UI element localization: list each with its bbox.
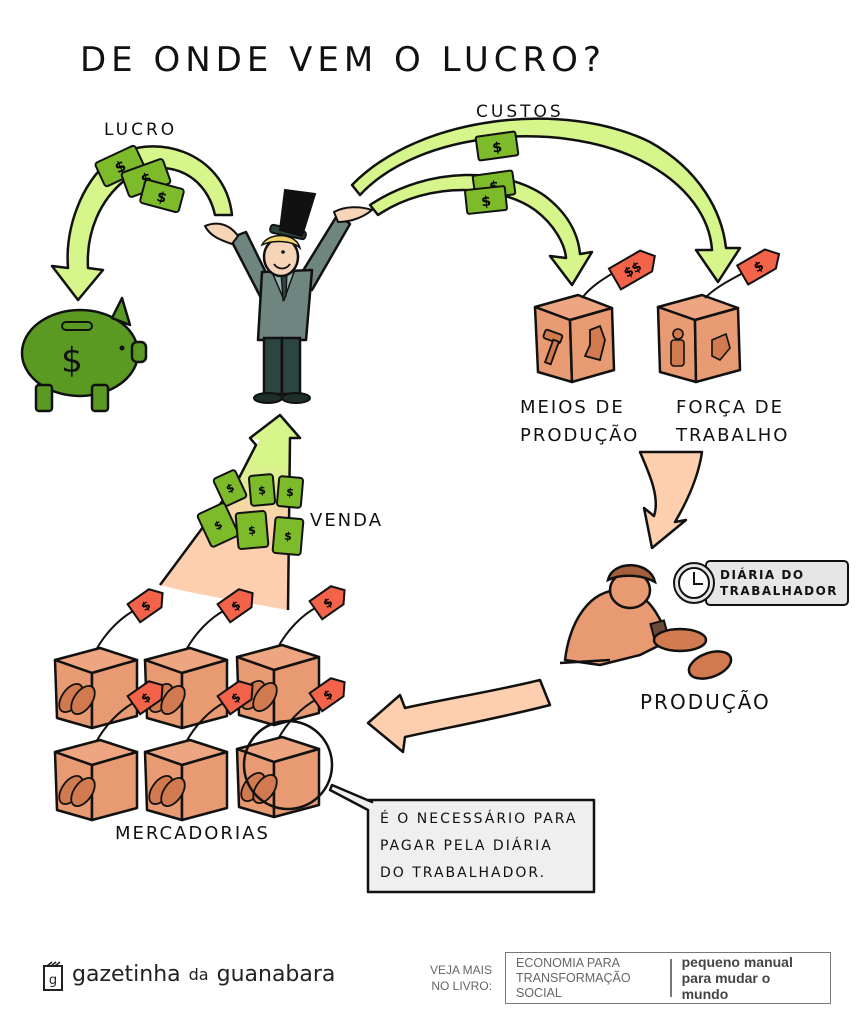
price-tag-mercadoria: $ — [216, 680, 254, 716]
magnifier-circle — [242, 719, 334, 811]
label-meios-line2: PRODUÇÃO — [520, 425, 640, 446]
label-lucro: LUCRO — [104, 120, 178, 140]
veja-mais-label: VEJA MAIS NO LIVRO: — [420, 962, 492, 994]
label-forca-de-trabalho: FORÇA DE TRABALHO — [676, 394, 789, 450]
hand-icon — [711, 332, 731, 361]
mercadoria-box: $ — [143, 588, 254, 730]
price-tag-mercadoria: $ — [126, 680, 164, 716]
svg-text:$: $ — [284, 530, 293, 544]
book-title-line2: TRANSFORMAÇÃO SOCIAL — [516, 970, 631, 1000]
svg-text:$: $ — [286, 486, 295, 500]
venda-bill: $ — [275, 475, 305, 509]
custos-bills: $ $ $ — [464, 130, 520, 215]
worker-icon — [670, 328, 685, 367]
book-divider — [670, 959, 672, 997]
worker-figure — [559, 564, 733, 680]
book-subtitle-line1: pequeno manual — [681, 954, 793, 970]
label-forca-line2: TRABALHO — [676, 425, 790, 446]
svg-text:$: $ — [155, 189, 169, 207]
speech-bubble-text: É O NECESSÁRIO PARA PAGAR PELA DIÁRIA DO… — [380, 806, 578, 887]
shoe-icon — [58, 683, 96, 715]
book-title-line1: ECONOMIA PARA — [516, 955, 620, 970]
label-venda: VENDA — [310, 510, 384, 531]
custos-arrow-forca — [350, 117, 742, 284]
lucro-bills: $ $ $ — [94, 144, 185, 214]
bubble-line1: É O NECESSÁRIO PARA — [380, 811, 578, 827]
speech-bubble — [328, 783, 596, 894]
price-tag-forca: $ — [735, 248, 781, 286]
clock-tag-line2: TRABALHADOR — [720, 584, 839, 598]
book-subtitle: pequeno manual para mudar o mundo — [672, 954, 830, 1002]
veja-line2: NO LIVRO: — [431, 979, 492, 993]
brand-name-small: da — [188, 965, 209, 984]
mercadoria-box: $ — [53, 588, 164, 730]
leather-icon — [583, 324, 606, 362]
veja-line1: VEJA MAIS — [429, 963, 492, 977]
venda-arrow — [158, 413, 302, 611]
brand-name-2: guanabara — [216, 962, 336, 987]
page-title: DE ONDE VEM O LUCRO? — [80, 40, 606, 80]
venda-bills: $$$$$$ — [196, 469, 305, 556]
price-tag-mercadoria: $ — [308, 677, 346, 713]
price-tag-mercadoria: $ — [126, 588, 164, 624]
clock-tag — [673, 560, 849, 606]
capitalist-figure — [203, 188, 375, 404]
price-tag-meios: $$ — [607, 249, 656, 291]
brand-name-1: gazetinha — [72, 962, 181, 987]
label-custos: CUSTOS — [476, 102, 564, 122]
forca-de-trabalho-box: $ — [656, 248, 781, 384]
mercadoria-box: $ — [53, 680, 164, 822]
mercadoria-box: $ — [235, 585, 346, 727]
shoe-icon — [148, 775, 186, 807]
venda-bill: $ — [247, 473, 277, 507]
book-subtitle-line2: para mudar o mundo — [681, 970, 771, 1002]
mercadoria-box: $ — [143, 680, 254, 822]
price-tag-mercadoria: $ — [216, 588, 254, 624]
mercadoria-box: $ — [235, 677, 346, 819]
piggy-bank-icon: $ — [20, 296, 148, 413]
shoe-icon — [58, 775, 96, 807]
bubble-line3: DO TRABALHADOR. — [380, 865, 547, 881]
brand-logo[interactable]: gazetinha da guanabara — [44, 962, 335, 987]
venda-bill: $ — [271, 516, 305, 556]
svg-text:$: $ — [481, 194, 492, 211]
svg-text:g: g — [49, 973, 57, 988]
book-promo-box[interactable]: ECONOMIA PARA TRANSFORMAÇÃO SOCIAL peque… — [505, 952, 831, 1004]
meios-de-producao-box: $$ — [533, 249, 656, 384]
arrow-to-mercadorias — [366, 678, 552, 754]
svg-text:$: $ — [258, 484, 267, 498]
gazetinha-logo-icon: g — [43, 961, 63, 991]
arrow-to-producao — [638, 450, 704, 550]
label-producao: PRODUÇÃO — [640, 690, 771, 714]
bubble-line2: PAGAR PELA DIÁRIA — [380, 838, 553, 854]
label-meios-line1: MEIOS DE — [520, 397, 625, 418]
clock-tag-line1: DIÁRIA DO — [720, 568, 805, 582]
clock-tag-label: DIÁRIA DO TRABALHADOR — [720, 567, 838, 599]
venda-bill: $ — [196, 502, 240, 548]
label-forca-line1: FORÇA DE — [676, 397, 784, 418]
svg-text:$: $ — [248, 524, 257, 538]
venda-bill: $ — [234, 510, 270, 550]
label-mercadorias: MERCADORIAS — [115, 823, 270, 844]
venda-bill: $ — [212, 469, 248, 507]
mercadorias-boxes: $ $ $ $ $ $ — [53, 585, 346, 822]
book-title: ECONOMIA PARA TRANSFORMAÇÃO SOCIAL — [506, 956, 670, 1001]
piggy-dollar-sign: $ — [61, 341, 83, 381]
svg-text:$: $ — [491, 139, 503, 156]
label-meios-de-producao: MEIOS DE PRODUÇÃO — [520, 394, 639, 450]
hammer-icon — [542, 328, 564, 366]
price-tag-mercadoria: $ — [308, 585, 346, 621]
